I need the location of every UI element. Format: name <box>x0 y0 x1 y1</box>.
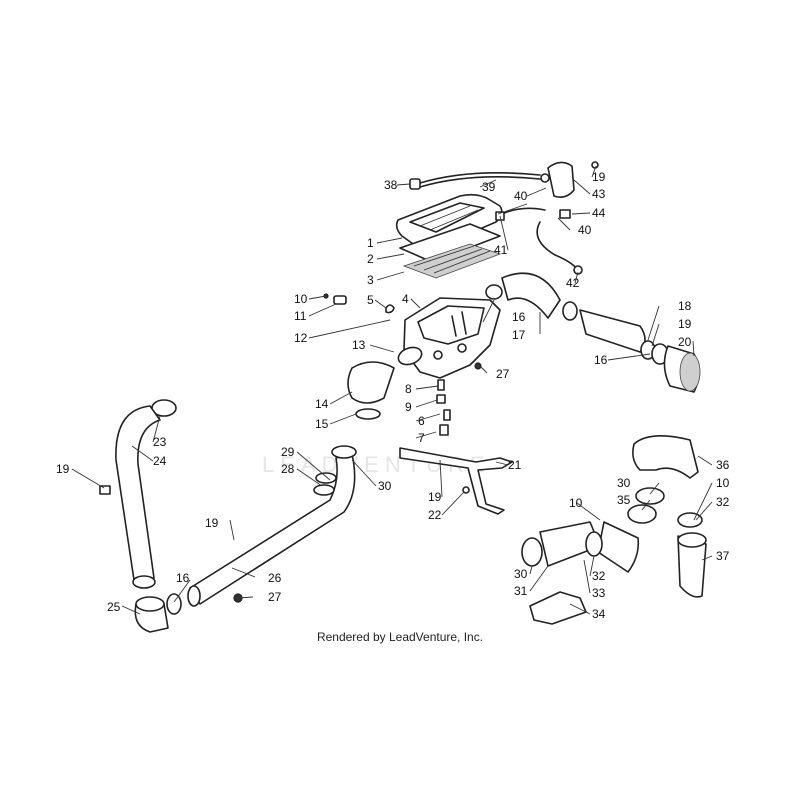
callout-9: 9 <box>405 400 412 414</box>
air-box-cover <box>395 193 503 249</box>
small-hardware <box>323 293 482 436</box>
callout-29: 29 <box>281 445 295 459</box>
callout-16b: 16 <box>594 353 608 367</box>
callout-31: 31 <box>514 584 528 598</box>
callout-42: 42 <box>566 276 580 290</box>
callout-8: 8 <box>405 382 412 396</box>
callout-10b: 10 <box>716 476 730 490</box>
air-filter-gasket <box>399 223 501 263</box>
callout-21: 21 <box>508 458 522 472</box>
vent-hose <box>409 171 541 190</box>
callout-43: 43 <box>592 187 606 201</box>
callout-19b: 19 <box>678 317 692 331</box>
callout-11: 11 <box>294 309 307 323</box>
callout-25: 25 <box>107 600 121 614</box>
callout-2: 2 <box>367 252 374 266</box>
callout-18: 18 <box>678 299 692 313</box>
callout-16a: 16 <box>512 310 526 324</box>
callout-5: 5 <box>367 293 374 307</box>
callout-20: 20 <box>678 335 692 349</box>
callout-19d: 19 <box>428 490 442 504</box>
callout-19e: 19 <box>205 516 219 530</box>
intake-duct-upper <box>485 272 701 393</box>
callout-30a: 30 <box>378 479 392 493</box>
left-intake-tube <box>99 399 177 589</box>
callout-44: 44 <box>592 206 606 220</box>
callout-23: 23 <box>153 435 167 449</box>
callout-37: 37 <box>716 549 730 563</box>
callout-19a: 19 <box>592 170 606 184</box>
callout-10a: 10 <box>294 292 308 306</box>
callout-30b: 30 <box>617 476 631 490</box>
callout-4: 4 <box>402 292 409 306</box>
callout-6: 6 <box>418 414 425 428</box>
air-filter-element <box>402 243 502 279</box>
callout-40b: 40 <box>578 223 592 237</box>
render-credit: Rendered by LeadVenture, Inc. <box>316 630 484 644</box>
callout-39: 39 <box>482 180 496 194</box>
air-box-bracket <box>399 447 513 515</box>
callout-24: 24 <box>153 454 167 468</box>
air-box-outlet-duct <box>347 346 423 420</box>
callout-14: 14 <box>315 397 329 411</box>
callout-27b: 27 <box>268 590 282 604</box>
callout-40a: 40 <box>514 189 528 203</box>
callout-17: 17 <box>512 328 526 342</box>
callout-12: 12 <box>294 331 308 345</box>
breather-assembly <box>495 161 599 275</box>
callout-7: 7 <box>418 431 425 445</box>
callout-41: 41 <box>494 243 508 257</box>
callout-19c: 19 <box>56 462 70 476</box>
callout-3: 3 <box>367 273 374 287</box>
callout-38: 38 <box>384 178 398 192</box>
callout-35: 35 <box>617 493 631 507</box>
callout-15: 15 <box>315 417 329 431</box>
callout-22: 22 <box>428 508 442 522</box>
callout-33: 33 <box>592 586 606 600</box>
callout-32a: 32 <box>716 495 730 509</box>
resonator-assembly <box>521 435 707 625</box>
callout-10c: 10 <box>569 496 583 510</box>
air-box-housing <box>403 297 501 379</box>
callout-36: 36 <box>716 458 730 472</box>
callout-13: 13 <box>352 338 366 352</box>
callout-28: 28 <box>281 462 295 476</box>
callout-layer: 1 2 3 4 5 6 7 8 9 10 11 12 13 14 15 16 1… <box>56 165 730 621</box>
callout-16c: 16 <box>176 571 190 585</box>
callout-1: 1 <box>367 236 374 250</box>
callout-32b: 32 <box>592 569 606 583</box>
callout-34: 34 <box>592 607 606 621</box>
callout-26: 26 <box>268 571 282 585</box>
callout-27a: 27 <box>496 367 510 381</box>
elbow-fitting <box>134 593 182 633</box>
callout-30c: 30 <box>514 567 528 581</box>
